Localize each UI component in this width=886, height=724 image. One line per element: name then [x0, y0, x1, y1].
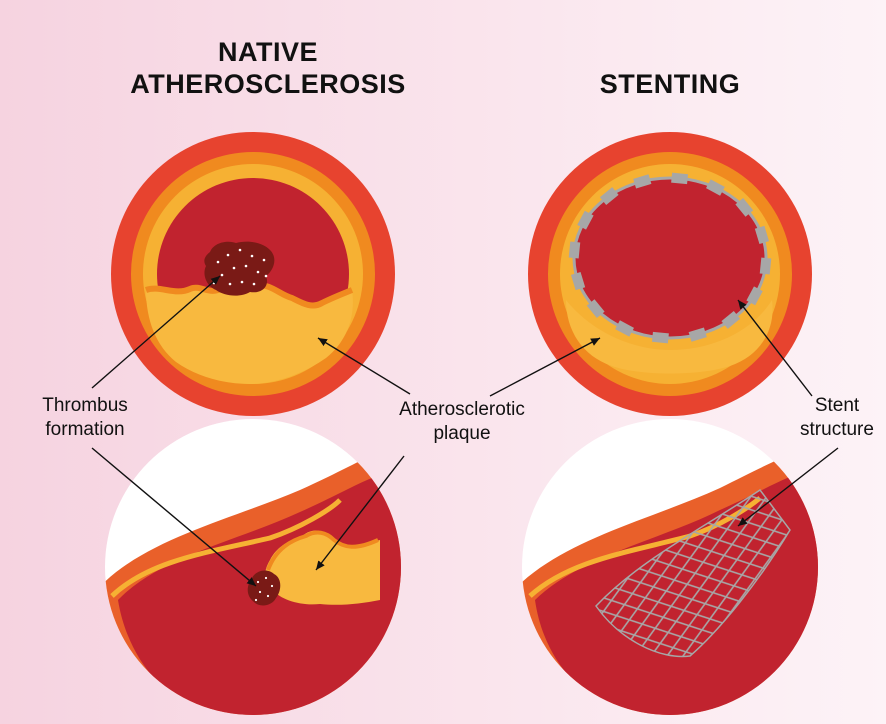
label-thrombus: Thrombus formation [20, 394, 150, 442]
label-plaque: Atherosclerotic plaque [372, 398, 552, 446]
stent-strut [671, 173, 688, 185]
heading-native: NATIVE ATHEROSCLEROSIS [113, 36, 423, 100]
stent-strut [652, 332, 669, 344]
stent-strut [760, 258, 772, 275]
native-cross-section [111, 132, 395, 416]
stent-cross-section [528, 132, 812, 416]
label-plaque-line1: Atherosclerotic [372, 398, 552, 422]
heading-stenting: STENTING [570, 68, 770, 100]
label-stent: Stent structure [790, 394, 884, 442]
label-stent-line1: Stent [790, 394, 884, 418]
label-thrombus-line2: formation [20, 418, 150, 442]
heading-native-line2: ATHEROSCLEROSIS [113, 68, 423, 100]
label-thrombus-line1: Thrombus [20, 394, 150, 418]
label-plaque-line2: plaque [372, 422, 552, 446]
label-stent-line2: structure [790, 418, 884, 442]
heading-stenting-text: STENTING [570, 68, 770, 100]
stent-strut [569, 242, 581, 259]
heading-native-line1: NATIVE [113, 36, 423, 68]
